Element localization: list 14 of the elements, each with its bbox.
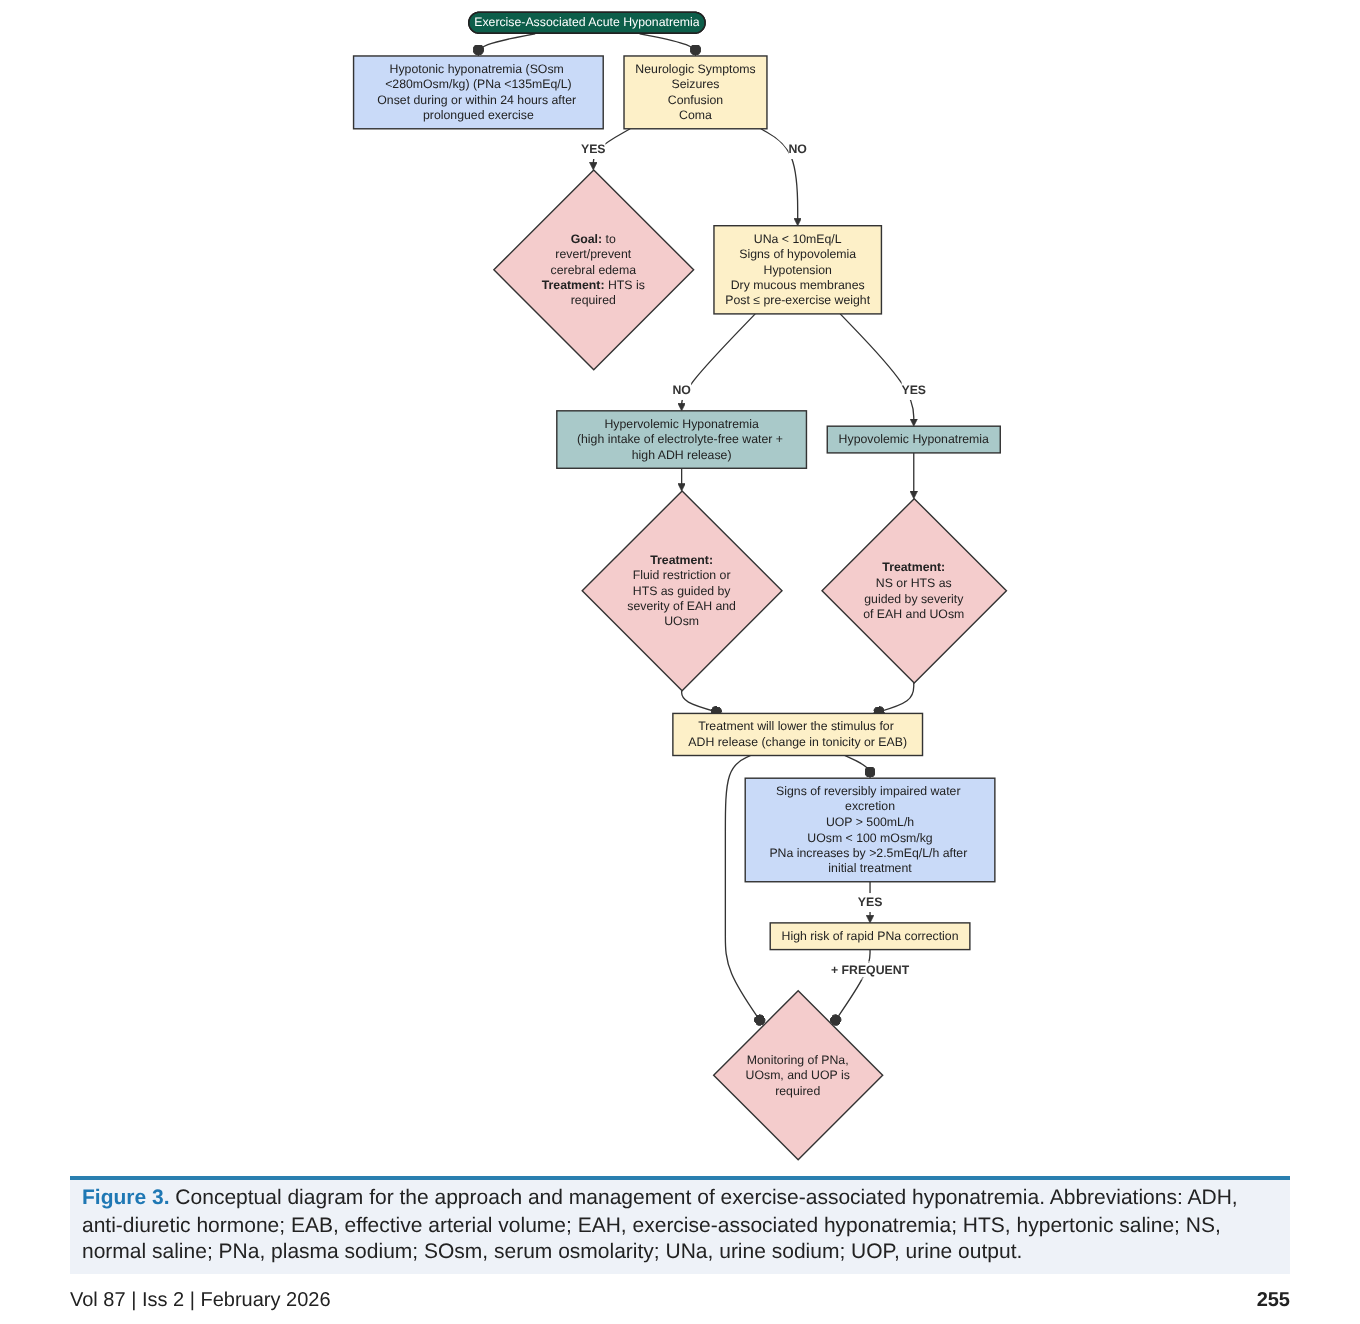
- connector-line: [872, 682, 915, 718]
- arrow: [760, 128, 802, 227]
- connector-line: [724, 754, 766, 1026]
- arrow: [677, 313, 756, 412]
- figure-caption: Figure 3. Conceptual diagram for the approach and management of exercise-associated hyponatremia. Abbreviations: ADH, anti-diuretic hormone; EAB, effective arterial volume; EAH, exercise-associated hyponatremia; HTS, hypertonic saline; NS, normal saline; PNa, plasma sodium; SOsm, serum osmolarity; UNa, urine sodium; UOP, urine output.: [70, 1176, 1290, 1274]
- connector-line: [472, 33, 536, 57]
- arrow: [909, 452, 918, 500]
- connector-line: [844, 754, 876, 779]
- page-footer-text: Vol 87 | Iss 2 | February 2026: [70, 1290, 331, 1312]
- arrow: [839, 313, 918, 427]
- connector-line: [680, 690, 723, 718]
- connector-line: [638, 33, 702, 57]
- page-number: 255: [1256, 1290, 1290, 1312]
- arrow: [677, 467, 686, 492]
